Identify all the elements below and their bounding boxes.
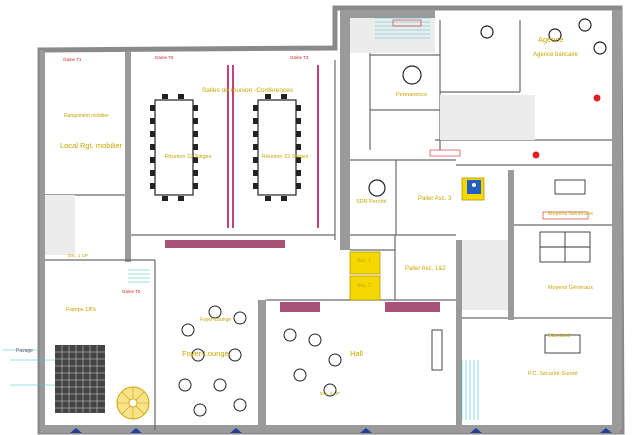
room-palier-asc3: Palier Asc. 3 (418, 196, 452, 202)
label-gaine-t6: Gaine T6 (155, 55, 174, 60)
dimension-lines (2, 349, 55, 386)
shaded-areas (45, 18, 535, 310)
ramp-grid (55, 345, 105, 413)
room-standard: Standard (548, 333, 571, 339)
room-agence-bancaire: Agence bancaire (533, 52, 579, 58)
stairs-cyan (128, 17, 479, 420)
room-local-rgt: Local Rgt. mobilier (60, 141, 123, 150)
interior-partitions (45, 20, 612, 430)
conference-table-b (253, 94, 301, 201)
room-rampe: Rampe 18% (66, 307, 97, 313)
label-gaine-t5: Gaine T5 (122, 289, 141, 294)
room-hall: Hall (350, 349, 363, 358)
room-moyens-generaux-top: Moyens Généraux (548, 211, 593, 217)
room-palier-asc12: Palier Asc. 1&2 (405, 266, 446, 272)
room-foyer-lounge-top: Foyer-Lounge (200, 317, 232, 323)
office-desks (431, 179, 591, 371)
round-tables-office (368, 18, 607, 197)
label-asc2: Asc. 2 (357, 283, 371, 289)
entrance-markers (70, 428, 612, 433)
label-gaine-t3: Gaine T3 (290, 55, 309, 60)
room-permanence: Permanence (396, 92, 428, 98)
label-esc1: Esc. 1 UP (68, 253, 89, 258)
conference-table-a (150, 94, 198, 201)
room-foyer-lounge: Foyer-Lounge (182, 349, 229, 358)
room-sdr-perche: SDR Perché (356, 199, 387, 205)
label-esc2: Esc. 2 UP (320, 391, 341, 396)
label-pavage: Pavage (16, 348, 33, 354)
red-room-tags (392, 19, 589, 220)
benches (165, 240, 440, 312)
wall-infill (40, 10, 622, 433)
fire-markers (532, 94, 601, 159)
room-reunion-b: Réunion 22 Sièges (262, 154, 309, 160)
room-reunion-a: Réunion 22 Sièges (165, 154, 212, 160)
movable-partition (227, 65, 319, 228)
label-gaine-t1: Gaine T1 (63, 57, 82, 62)
room-salles-reunion: Salles de réunion -Conférences (202, 87, 294, 94)
room-pc-securite: P.C. Sécurité-Sureté (528, 371, 578, 377)
label-asc1: Asc. 1 (357, 258, 371, 264)
accessible-wc-icon (467, 180, 481, 194)
room-moyens-generaux: Moyens Généraux (548, 285, 593, 291)
room-rangement: Rangement mobilier (64, 113, 109, 119)
room-agence: Agence (538, 35, 564, 44)
lounge-tables (178, 305, 342, 417)
spiral-stair (116, 386, 150, 420)
